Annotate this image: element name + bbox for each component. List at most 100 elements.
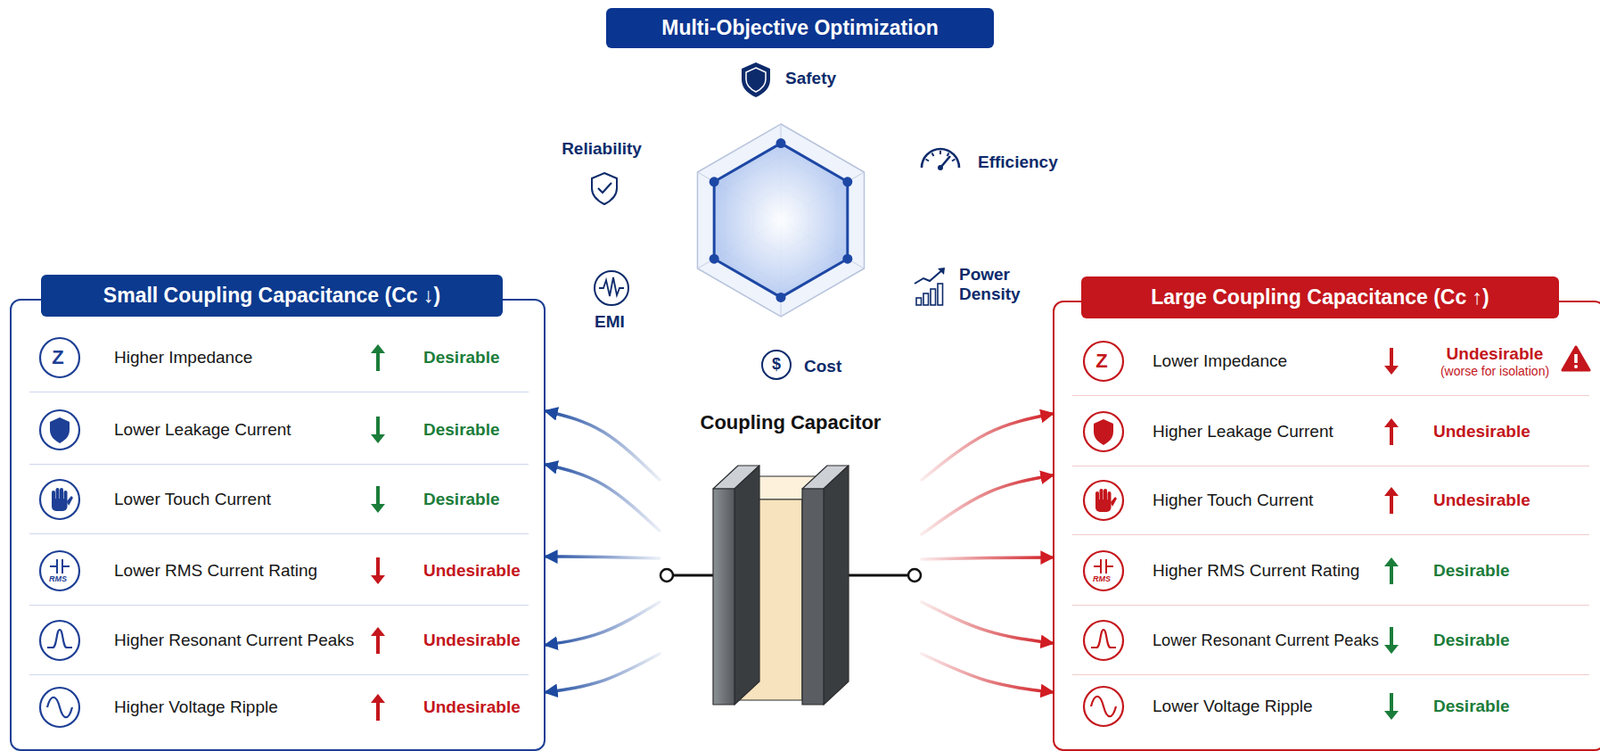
property-text: Lower Touch Current <box>114 489 271 509</box>
radar-grid <box>697 123 864 317</box>
trend-arrow <box>1389 692 1394 713</box>
status-block: Desirable <box>423 489 501 509</box>
trend-arrowhead <box>370 344 386 353</box>
status-text: Desirable <box>1433 630 1510 650</box>
axis-label: EMI <box>594 312 625 332</box>
status-text: Undesirable <box>423 630 521 650</box>
property-row: Higher Voltage RippleUndesirable <box>29 672 529 742</box>
icon-circle <box>40 550 80 591</box>
status-block: Undesirable <box>423 560 521 581</box>
thumb <box>66 495 74 506</box>
status-text: Undesirable <box>423 560 521 581</box>
icon-circle <box>1083 620 1124 660</box>
property-text: Lower Resonant Current Peaks <box>1152 630 1379 649</box>
title-banner: Multi-Objective Optimization <box>606 8 994 49</box>
emi-wave <box>598 277 624 296</box>
status-note: (worse for isolation) <box>1414 362 1576 378</box>
property-text: Higher Leakage Current <box>1152 421 1334 442</box>
trend-arrow <box>376 557 380 577</box>
radar-dot <box>776 138 787 148</box>
status-text: Desirable <box>1433 560 1510 581</box>
component-box: Coupling Capacitor <box>659 405 922 709</box>
gauge-tick <box>926 159 929 162</box>
radar-dot <box>842 254 853 264</box>
capacitor-symbol <box>1093 558 1114 574</box>
property-row: Lower Voltage RippleDesirable <box>1072 671 1590 741</box>
gauge-tick <box>951 159 955 162</box>
safety-icon <box>741 62 771 98</box>
influence-arrow <box>921 601 1052 643</box>
property-row: Lower Touch Current Desirable <box>29 464 529 534</box>
property-panel: Large Coupling Capacitance (Cc ↑)Lower I… <box>1052 300 1600 751</box>
radar-dot <box>776 292 787 303</box>
property-text: Lower RMS Current Rating <box>114 560 318 581</box>
pulse-symbol <box>47 629 73 648</box>
status-text: Undesirable <box>1414 343 1576 363</box>
property-row: Lower Leakage Current Desirable <box>29 394 529 465</box>
capacitor-symbol <box>49 558 70 574</box>
component-label: Coupling Capacitor <box>659 405 922 435</box>
trend-arrow <box>376 485 380 506</box>
icon-symbol: $ <box>771 355 781 374</box>
bar-icon <box>937 283 944 305</box>
capacitor-lead <box>673 574 714 577</box>
warning-mark <box>1574 353 1578 363</box>
radar-polygon <box>713 143 848 298</box>
status-text: Desirable <box>1433 696 1510 716</box>
status-block: Undesirable <box>1433 421 1531 442</box>
status-block: Undesirable(worse for isolation) <box>1414 343 1576 378</box>
terminal <box>660 568 673 582</box>
cost-icon <box>762 350 791 379</box>
trend-arrow <box>1389 626 1394 647</box>
status-text: Undesirable <box>1433 421 1531 442</box>
property-panel: Small Coupling Capacitance (Cc ↓)Higher … <box>9 298 546 751</box>
bar-icon <box>923 293 929 305</box>
trend-arrowhead <box>370 574 386 584</box>
sine-symbol <box>47 697 73 718</box>
trend-arrow <box>376 416 380 436</box>
property-text: Lower Leakage Current <box>114 419 292 440</box>
palm <box>1095 499 1112 512</box>
radar-dot <box>842 176 853 187</box>
axis-label: Safety <box>785 69 837 89</box>
bar-icon <box>930 288 936 305</box>
status-text: Undesirable <box>1433 490 1531 510</box>
trend-arrow <box>376 700 380 721</box>
influence-arrow <box>546 653 660 692</box>
bar-icon <box>916 297 922 305</box>
property-row: Higher ImpedanceDesirable <box>29 322 529 393</box>
axis-label: Cost <box>804 357 842 377</box>
influence-arrow <box>546 556 660 558</box>
trend-line <box>914 269 944 284</box>
status-block: Desirable <box>423 419 501 440</box>
gauge-tick <box>932 153 935 156</box>
icon-circle <box>40 410 80 450</box>
trend-arrow <box>1389 493 1394 514</box>
icon-circle <box>40 479 80 519</box>
trend-arrow <box>376 633 380 654</box>
influence-arrow <box>921 413 1052 480</box>
axis-label: Efficiency <box>977 153 1059 173</box>
icon-circle <box>1083 686 1124 726</box>
trend-head <box>937 267 945 275</box>
trend-arrowhead <box>370 626 386 636</box>
influence-arrow <box>546 464 660 531</box>
status-text: Desirable <box>423 419 501 440</box>
plate-front <box>713 488 735 705</box>
shield-icon <box>1093 418 1114 445</box>
icon-circle <box>1083 411 1124 452</box>
thumb <box>1110 496 1117 507</box>
trend-arrowhead <box>1384 557 1399 567</box>
property-row: Higher RMS Current RatingDesirable <box>1072 535 1590 606</box>
trend-arrow <box>376 351 380 371</box>
axis-label: Reliability <box>561 139 642 159</box>
icon-circle <box>40 620 80 660</box>
property-row: Lower RMS Current Rating Undesirable <box>29 535 529 606</box>
status-block: Undesirable <box>1433 490 1531 510</box>
trend-arrowhead <box>1384 486 1399 496</box>
warning-mark <box>1574 364 1578 369</box>
influence-arrow <box>546 601 660 645</box>
trend-arrow <box>1389 425 1394 445</box>
property-row: Lower Resonant Current Peaks Desirable <box>1072 605 1590 675</box>
